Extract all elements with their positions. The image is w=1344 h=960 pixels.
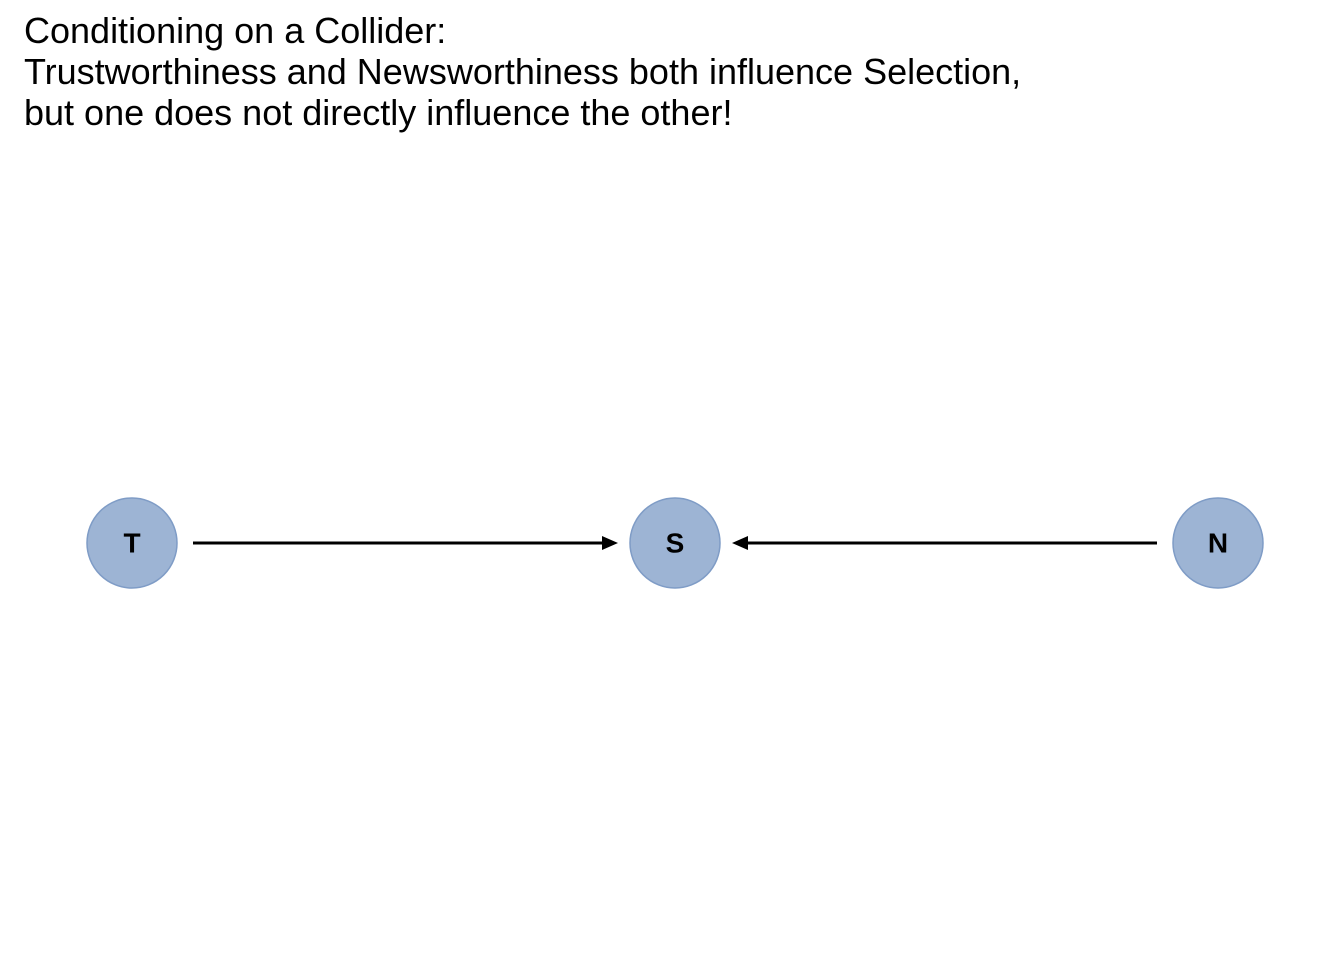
node-circle [86, 497, 178, 589]
node-label: S [666, 528, 685, 559]
title-line-3: but one does not directly influence the … [24, 92, 733, 133]
node-label: N [1208, 528, 1228, 559]
arrowhead [732, 536, 748, 550]
diagram-title: Conditioning on a Collider: Trustworthin… [24, 10, 1021, 133]
node-t: T [86, 497, 178, 589]
node-s: S [629, 497, 721, 589]
edges-layer [193, 536, 1157, 550]
node-circle [1172, 497, 1264, 589]
node-circle [629, 497, 721, 589]
edge-t-to-s [193, 536, 618, 550]
node-n: N [1172, 497, 1264, 589]
arrowhead [602, 536, 618, 550]
edge-n-to-s [732, 536, 1157, 550]
node-label: T [123, 528, 140, 559]
title-line-2: Trustworthiness and Newsworthiness both … [24, 51, 1022, 92]
title-line-1: Conditioning on a Collider: [24, 10, 447, 51]
